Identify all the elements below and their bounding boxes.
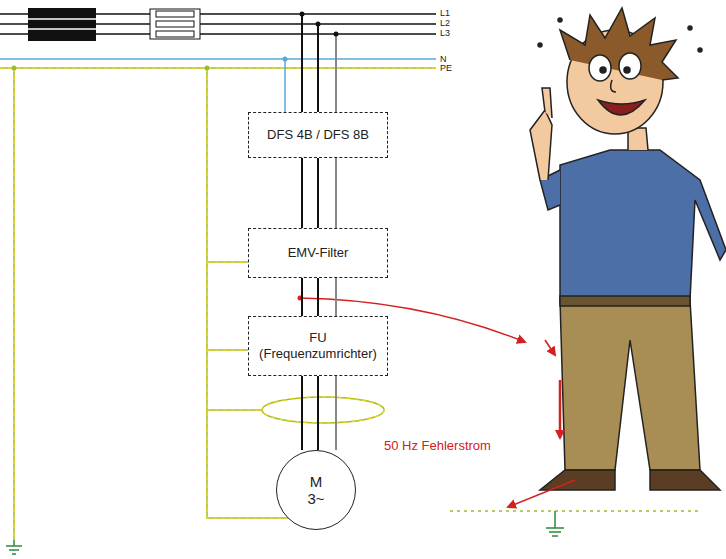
motor-label: M: [310, 473, 323, 490]
conductor-bundle: [302, 278, 336, 316]
box-label: EMV-Filter: [288, 245, 349, 261]
ground-symbol: [6, 540, 22, 554]
earth-line: [450, 511, 700, 536]
conductor-name: L2: [440, 18, 450, 28]
filter-box: EMV-Filter: [248, 228, 388, 278]
conductor-name: N: [440, 54, 447, 64]
supply-block: [28, 8, 96, 41]
motor-symbol: M3~: [276, 450, 356, 530]
fuse-symbol: [150, 9, 200, 39]
protection-box: DFS 4B / DFS 8B: [248, 112, 388, 158]
conductor-bundle: [302, 376, 336, 450]
inverter-box: FU (Frequenzumrichter): [248, 316, 388, 376]
shocked-person: [530, 8, 726, 490]
cable-shield: [262, 397, 384, 423]
box-label: FU (Frequenzumrichter): [257, 330, 379, 363]
supply-drops: [283, 12, 339, 113]
conductor-bundle: [302, 158, 336, 228]
conductor-name: L3: [440, 28, 450, 38]
motor-label: 3~: [307, 490, 324, 507]
current-label: 50 Hz Fehlerstrom: [384, 439, 491, 453]
box-label: DFS 4B / DFS 8B: [267, 127, 369, 143]
conductor-name: PE: [440, 63, 452, 73]
conductor-name: L1: [440, 8, 450, 18]
